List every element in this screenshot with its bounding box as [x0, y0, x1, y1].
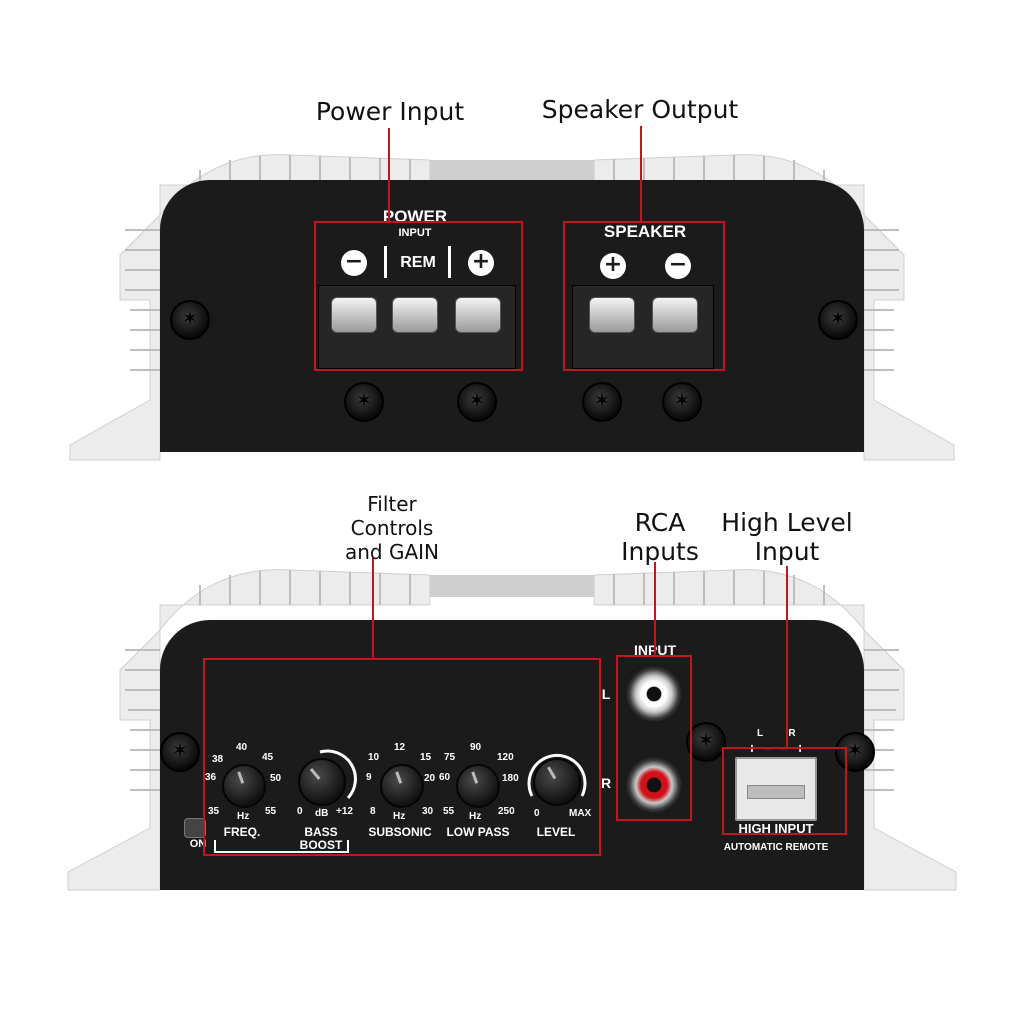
- power-leader-line: [388, 128, 390, 221]
- speaker-negative-terminal[interactable]: [652, 297, 698, 333]
- subsonic-tick: 30: [422, 806, 434, 817]
- power-input-sublabel: INPUT: [398, 227, 432, 239]
- left-channel-label: L: [601, 686, 611, 702]
- mounting-screw-right: [835, 732, 875, 772]
- rca-left-jack[interactable]: [625, 665, 683, 723]
- speaker-leader-line: [640, 126, 642, 221]
- plus-icon: +: [600, 253, 626, 279]
- minus-icon: −: [341, 250, 367, 276]
- mounting-screw-right: [818, 300, 858, 340]
- divider: [384, 246, 387, 278]
- freq-tick: 35: [208, 806, 220, 817]
- subsonic-tick: 20: [424, 773, 436, 784]
- bracket-line: [214, 840, 349, 853]
- subsonic-knob[interactable]: [380, 764, 424, 808]
- speaker-label: SPEAKER: [603, 222, 687, 241]
- speaker-positive-terminal[interactable]: [589, 297, 635, 333]
- rca-leader-line: [654, 562, 656, 655]
- rem-label: REM: [400, 254, 436, 271]
- low-pass-tick: 90: [470, 742, 482, 753]
- freq-tick: 38: [212, 754, 224, 765]
- high-input-left-label: L: [756, 728, 764, 739]
- level-min: 0: [534, 808, 540, 819]
- ground-terminal[interactable]: [331, 297, 377, 333]
- high-input-highlight: [722, 747, 847, 835]
- freq-tick: 55: [265, 806, 277, 817]
- power-terminal[interactable]: [455, 297, 501, 333]
- speaker-output-callout: Speaker Output: [541, 95, 739, 124]
- speaker-output-highlight: [563, 221, 725, 371]
- automatic-remote-label: AUTOMATIC REMOTE: [723, 842, 829, 853]
- level-knob[interactable]: [533, 758, 581, 806]
- low-pass-tick: 55: [443, 806, 455, 817]
- terminal-screw-2: [457, 382, 497, 422]
- low-pass-tick: 75: [444, 752, 456, 763]
- low-pass-label: LOW PASS: [446, 825, 510, 839]
- mounting-screw-left: [170, 300, 210, 340]
- bottom-heatsink: [67, 569, 957, 891]
- high-input-right-label: R: [788, 728, 796, 739]
- freq-unit: Hz: [237, 811, 250, 822]
- terminal-screw-3: [582, 382, 622, 422]
- power-input-callout: Power Input: [315, 97, 465, 126]
- freq-tick: 40: [236, 742, 248, 753]
- level-label: LEVEL: [536, 825, 576, 839]
- filter-controls-callout: Filter Controls and GAIN: [344, 492, 440, 564]
- subsonic-unit: Hz: [393, 811, 406, 822]
- bass-boost-label: BASS: [304, 825, 338, 839]
- rca-right-jack[interactable]: [625, 756, 683, 814]
- mounting-screw-left: [160, 732, 200, 772]
- bottom-faceplate: [160, 620, 864, 890]
- divider: [448, 246, 451, 278]
- level-max: MAX: [569, 808, 592, 819]
- subsonic-tick: 10: [368, 752, 380, 763]
- remote-switch[interactable]: [184, 818, 206, 838]
- subsonic-label: SUBSONIC: [368, 825, 432, 839]
- freq-label: FREQ.: [223, 825, 261, 839]
- subsonic-tick: 15: [420, 752, 432, 763]
- filter-controls-highlight: [203, 658, 601, 856]
- right-channel-label: R: [600, 775, 612, 791]
- high-input-connector[interactable]: [735, 757, 817, 821]
- bass-boost-min: 0: [297, 806, 303, 817]
- connector-slot: [747, 785, 805, 799]
- high-level-leader-line: [786, 566, 788, 747]
- plus-icon: +: [468, 250, 494, 276]
- low-pass-tick: 180: [502, 773, 519, 784]
- low-pass-tick: 60: [439, 772, 451, 783]
- on-label: ON: [189, 838, 207, 850]
- filter-leader-line: [372, 558, 374, 658]
- high-level-input-callout: High Level Input: [721, 508, 853, 566]
- bass-boost-label: BOOST: [299, 838, 343, 852]
- freq-tick: 36: [205, 772, 217, 783]
- bass-boost-unit: dB: [315, 808, 329, 819]
- low-pass-tick: 120: [497, 752, 514, 763]
- freq-tick: 45: [262, 752, 274, 763]
- low-pass-knob[interactable]: [456, 764, 500, 808]
- low-pass-unit: Hz: [469, 811, 482, 822]
- power-input-highlight: [314, 221, 523, 371]
- rca-inputs-highlight: [616, 655, 692, 821]
- input-panel-screw: [686, 722, 726, 762]
- terminal-screw-1: [344, 382, 384, 422]
- rca-inputs-callout: RCA Inputs: [621, 508, 699, 566]
- high-input-label: HIGH INPUT: [738, 821, 814, 836]
- low-pass-tick: 250: [498, 806, 515, 817]
- subsonic-tick: 12: [394, 742, 406, 753]
- bass-boost-knob[interactable]: [298, 758, 346, 806]
- bass-boost-max: +12: [336, 806, 353, 817]
- level-arc: [527, 753, 587, 797]
- subsonic-tick: 8: [370, 806, 376, 817]
- subsonic-tick: 9: [366, 772, 372, 783]
- bass-boost-arc: [319, 749, 357, 800]
- minus-icon: −: [665, 253, 691, 279]
- freq-tick: 50: [270, 773, 282, 784]
- freq-knob[interactable]: [222, 764, 266, 808]
- terminal-screw-4: [662, 382, 702, 422]
- rem-terminal[interactable]: [392, 297, 438, 333]
